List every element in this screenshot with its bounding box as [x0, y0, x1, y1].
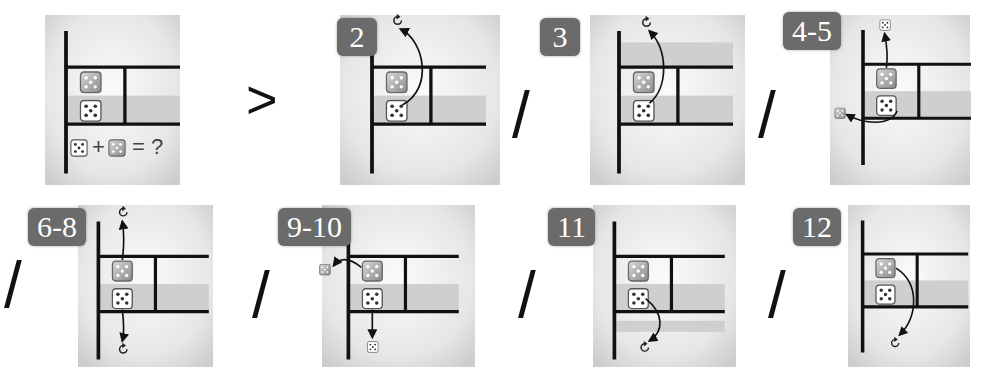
- roll-badge: 2: [337, 18, 377, 56]
- die-icon: [109, 140, 125, 156]
- roll-badge: 12: [793, 208, 841, 246]
- roll-number: 11: [557, 209, 586, 245]
- separator-slash: /: [758, 78, 776, 152]
- separator-slash: /: [4, 248, 22, 322]
- roll-badge: 3: [540, 18, 580, 56]
- plus-sign: +: [92, 134, 105, 160]
- board: [66, 31, 180, 174]
- die-icon: [71, 140, 87, 156]
- panel: [45, 15, 970, 367]
- roll-number: 4-5: [792, 13, 832, 49]
- roll-number: 9-10: [287, 209, 342, 245]
- separator-slash: /: [252, 258, 270, 332]
- board: [614, 221, 724, 359]
- board: [863, 221, 969, 353]
- roll-number: 6-8: [37, 209, 77, 245]
- separator-slash: /: [518, 258, 536, 332]
- roll-badge: 6-8: [28, 208, 86, 246]
- roll-number: 12: [802, 209, 832, 245]
- board: [372, 14, 486, 174]
- then-sign: >: [246, 68, 278, 130]
- board: [98, 206, 208, 360]
- roll-badge: 11: [548, 208, 595, 246]
- roll-badge: 4-5: [783, 12, 841, 50]
- roll-number: 3: [549, 19, 571, 55]
- equals-question: = ?: [132, 134, 163, 160]
- separator-slash: /: [768, 258, 786, 332]
- board: [835, 20, 971, 165]
- roll-badge: 9-10: [278, 208, 351, 246]
- separator-slash: /: [512, 78, 530, 152]
- roll-number: 2: [346, 19, 368, 55]
- board: [619, 16, 733, 174]
